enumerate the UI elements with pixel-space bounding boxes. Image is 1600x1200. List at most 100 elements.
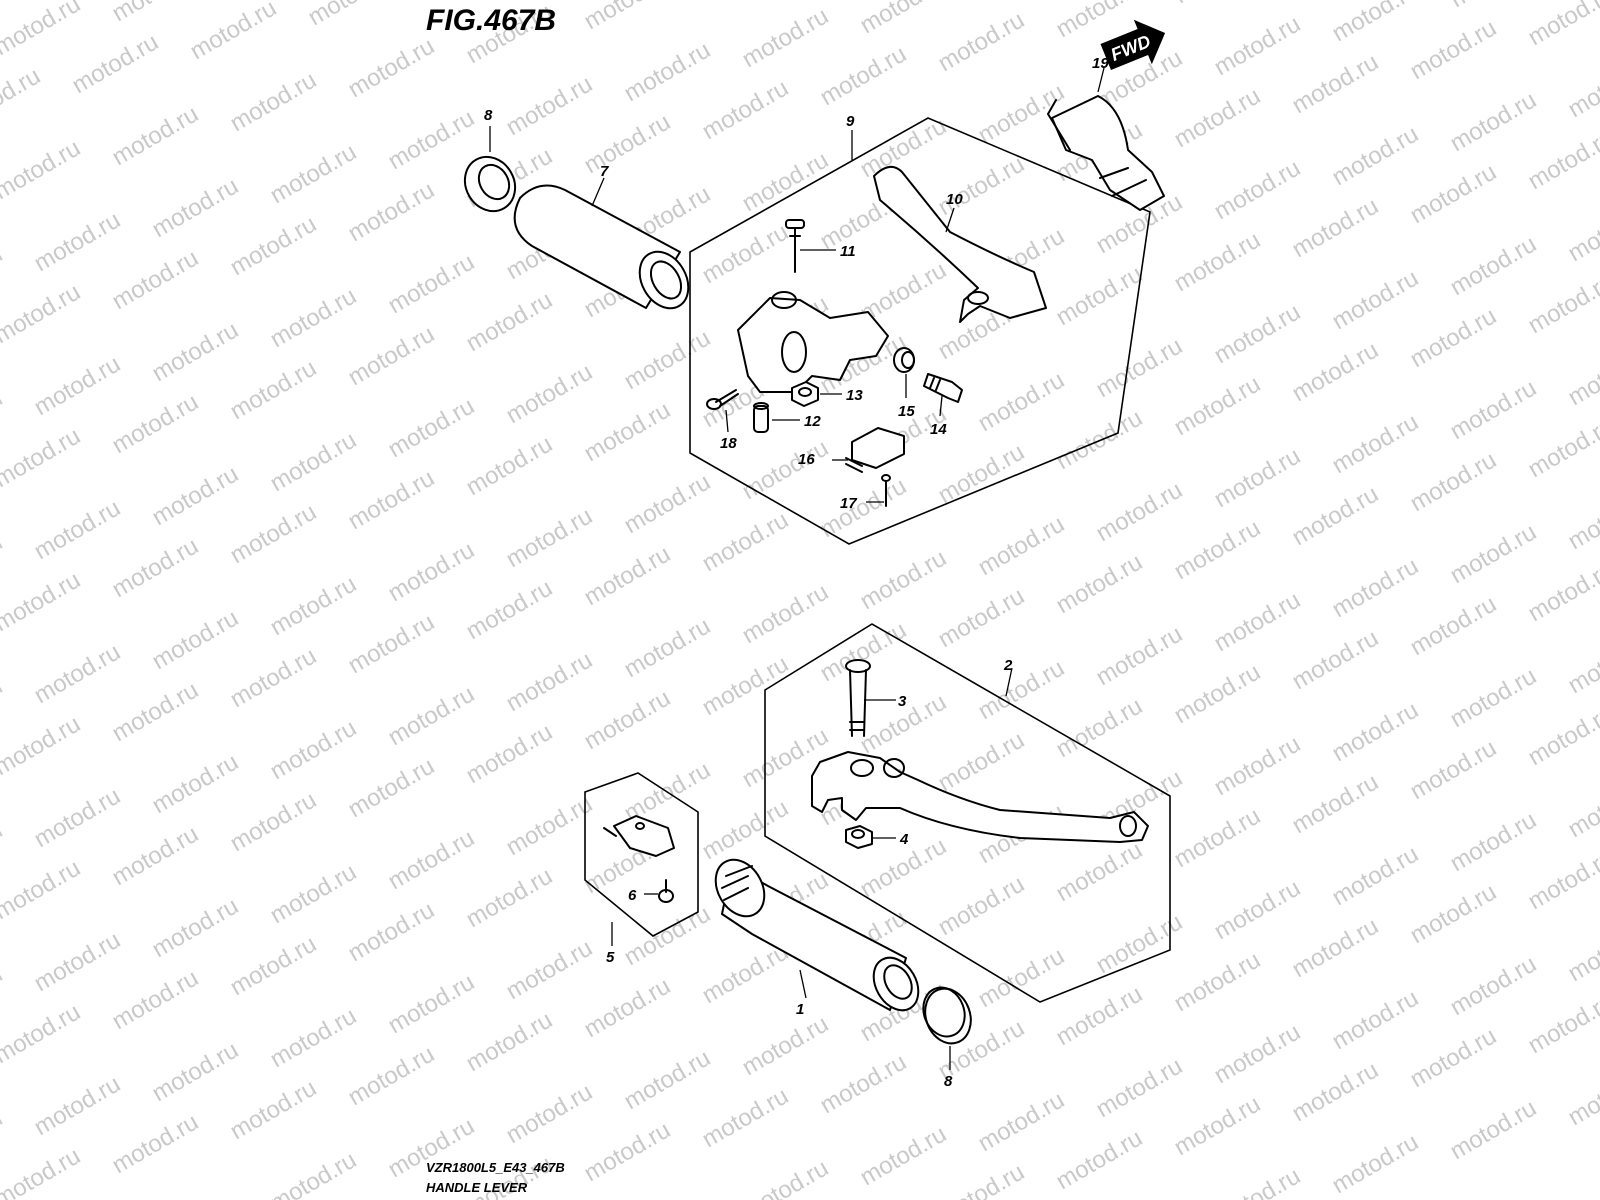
watermark-text: motod.ru [0,1142,85,1200]
watermark-text: motod.ru [108,244,204,315]
watermark-text: motod.ru [462,430,558,501]
callout-8-upper: 8 [484,107,493,124]
watermark-text: motod.ru [698,1082,794,1153]
watermark-text: motod.ru [462,286,558,357]
watermark-text: motod.ru [186,0,282,65]
watermark-text: motod.ru [266,1146,362,1200]
leader-lines [489,67,1105,1070]
watermark-text: motod.ru [1288,768,1384,839]
watermark-text: motod.ru [1446,1094,1542,1165]
watermark-text: motod.ru [1210,586,1306,657]
watermark-text: motod.ru [1328,120,1424,191]
assembly-2-frame [764,623,1171,1003]
watermark-text: motod.ru [1406,446,1502,517]
watermark-text: motod.ru [1092,1052,1188,1123]
watermark-text: motod.ru [108,1108,204,1179]
nut-13 [791,381,819,407]
watermark-text: motod.ru [580,396,676,467]
callout-15: 15 [898,403,915,420]
watermark-text: motod.ru [974,366,1070,437]
watermark-text: motod.ru [1446,374,1542,445]
watermark-text: motod.ru [1564,52,1600,123]
watermark-text: motod.ru [384,248,480,319]
watermark-text: motod.ru [0,1104,7,1175]
watermark-text: motod.ru [30,782,126,853]
watermark-text: motod.ru [108,820,204,891]
watermark-text: motod.ru [226,786,322,857]
watermark-text: motod.ru [1406,1022,1502,1093]
watermark-text: motod.ru [856,0,952,39]
watermark-text: motod.ru [462,574,558,645]
watermark-text: motod.ru [30,1070,126,1141]
watermark-text: motod.ru [1328,1128,1424,1199]
watermark-text: motod.ru [974,654,1070,725]
watermark-text: motod.ru [698,506,794,577]
watermark-text: motod.ru [1092,620,1188,691]
watermark-text: motod.ru [1564,772,1600,843]
callout-18: 18 [720,435,737,452]
watermark-text: motod.ru [344,176,440,247]
watermark-text: motod.ru [934,1158,1030,1200]
figure-title: FIG.467B [426,4,556,37]
watermark-text: motod.ru [698,74,794,145]
watermark-text: motod.ru [1288,1056,1384,1127]
callout-7: 7 [600,163,609,180]
watermark-text: motod.ru [148,460,244,531]
watermark-text: motod.ru [226,66,322,137]
pivot-bolt-3 [845,659,871,737]
watermark-text: motod.ru [226,354,322,425]
throttle-grip [714,858,920,1012]
lever-guard [1047,95,1165,211]
watermark-text: motod.ru [1446,950,1542,1021]
watermark-text: motod.ru [384,680,480,751]
watermark-text: motod.ru [1210,154,1306,225]
watermark-text: motod.ru [1524,988,1600,1059]
watermark-text: motod.ru [738,1010,834,1081]
lever-holder [737,291,889,393]
watermark-text: motod.ru [1406,158,1502,229]
watermark-text: motod.ru [1092,332,1188,403]
watermark-text: motod.ru [934,150,1030,221]
watermark-text: motod.ru [30,638,126,709]
watermark-text: motod.ru [1564,628,1600,699]
nut-4 [845,825,873,849]
watermark-text: motod.ru [68,28,164,99]
watermark-text: motod.ru [502,1078,598,1149]
watermark-text: motod.ru [266,282,362,353]
watermark-text: motod.ru [1564,196,1600,267]
watermark-text: motod.ru [344,320,440,391]
watermark-text: motod.ru [384,968,480,1039]
front-brake-switch [603,815,675,857]
watermark-text: motod.ru [0,854,85,925]
watermark-text: motod.ru [304,0,400,31]
watermark-text: motod.ru [0,816,7,887]
watermark-text: motod.ru [0,422,85,493]
callout-6: 6 [628,887,637,904]
watermark-text: motod.ru [1052,260,1148,331]
watermark-text: motod.ru [0,566,85,637]
collar-12 [753,402,769,433]
watermark-text: motod.ru [1210,298,1306,369]
watermark-text: motod.ru [1406,590,1502,661]
watermark-text: motod.ru [1524,268,1600,339]
callout-1: 1 [796,1001,804,1018]
watermark-text: motod.ru [266,714,362,785]
watermark-text: motod.ru [620,468,716,539]
callout-2: 2 [1003,657,1013,674]
watermark-text: motod.ru [1406,14,1502,85]
watermark-text: motod.ru [1446,662,1542,733]
grip-end-cap-lower [922,986,972,1045]
watermark-text: motod.ru [620,900,716,971]
watermark-text: motod.ru [148,316,244,387]
watermark-text: motod.ru [344,464,440,535]
watermark-text: motod.ru [226,1074,322,1145]
watermark-text: motod.ru [974,510,1070,581]
watermark-text: motod.ru [108,676,204,747]
callout-17: 17 [840,495,857,512]
watermark-text: motod.ru [384,536,480,607]
screw-6 [658,879,674,903]
watermark-text: motod.ru [30,494,126,565]
watermark-text: motod.ru [266,858,362,929]
watermark-text: motod.ru [620,1044,716,1115]
watermark-text: motod.ru [934,870,1030,941]
